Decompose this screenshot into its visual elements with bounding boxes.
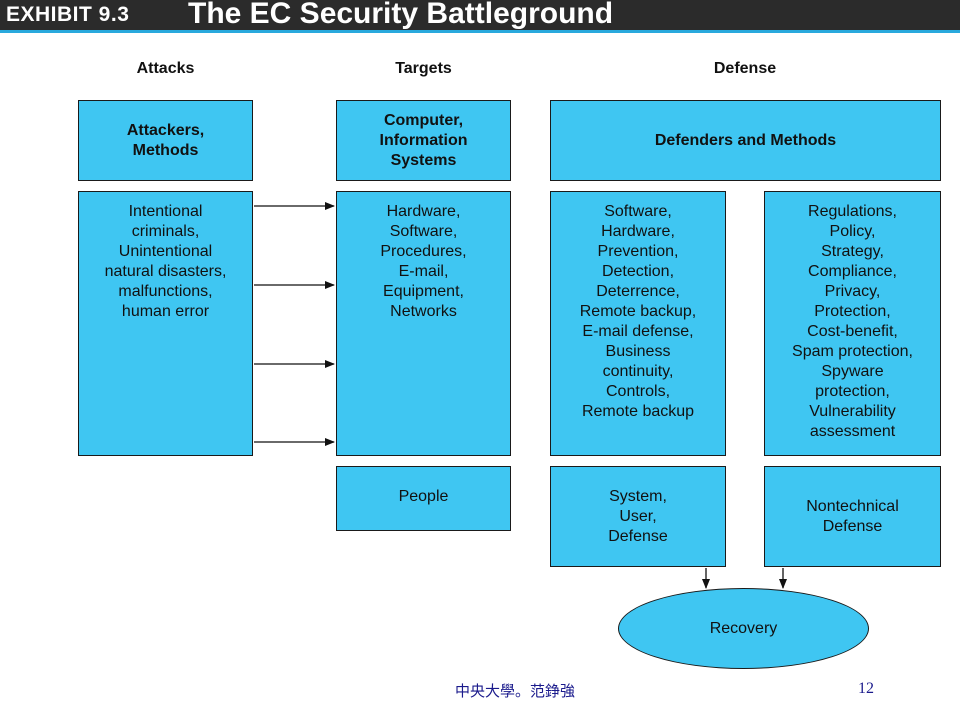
- box-line: Equipment,: [383, 283, 464, 300]
- box-line: Attackers,: [126, 121, 205, 139]
- recovery-ellipse: Recovery: [618, 588, 869, 669]
- box-line: Business: [605, 343, 671, 360]
- box-line: Defense: [822, 518, 883, 535]
- box-line: Networks: [390, 303, 457, 320]
- box-line: assessment: [809, 423, 896, 440]
- box-line: Strategy,: [821, 243, 884, 260]
- box-attack-types: Intentional criminals, Unintentional nat…: [78, 191, 253, 456]
- box-line: Hardware,: [386, 203, 461, 220]
- box-line: Controls,: [605, 383, 671, 400]
- box-defenders-methods: Defenders and Methods: [550, 100, 941, 181]
- box-line: Protection,: [814, 303, 891, 320]
- slide-title: The EC Security Battleground: [188, 0, 614, 30]
- box-nontechnical-items: Regulations, Policy, Strategy, Complianc…: [764, 191, 941, 456]
- box-attackers-methods: Attackers, Methods: [78, 100, 253, 181]
- column-header-defense: Defense: [713, 60, 777, 77]
- box-line: People: [398, 488, 449, 505]
- box-line: Policy,: [829, 223, 876, 240]
- box-line: Remote backup,: [579, 303, 697, 320]
- box-line: Hardware,: [601, 223, 675, 240]
- footer-institution: 中央大學。范錚強: [455, 682, 576, 700]
- title-underline: [0, 30, 960, 33]
- box-line: Privacy,: [824, 283, 881, 300]
- box-line: Systems: [390, 151, 457, 169]
- box-computer-information-systems: Computer, Information Systems: [336, 100, 511, 181]
- box-line: Computer,: [383, 111, 464, 129]
- page-number: 12: [858, 680, 874, 697]
- box-line: Remote backup: [581, 403, 695, 420]
- box-line: Software,: [604, 203, 672, 220]
- column-header-attacks: Attacks: [136, 60, 195, 77]
- box-line: Nontechnical: [806, 498, 899, 515]
- box-line: Spam protection,: [792, 343, 913, 360]
- title-bar: EXHIBIT 9.3 The EC Security Battleground: [0, 0, 960, 30]
- box-line: malfunctions,: [118, 283, 213, 300]
- box-line: Compliance,: [808, 263, 897, 280]
- box-line: Procedures,: [380, 243, 467, 260]
- box-line: protection,: [815, 383, 890, 400]
- box-line: Information: [379, 131, 468, 149]
- box-line: Regulations,: [808, 203, 897, 220]
- box-line: Spyware: [821, 363, 884, 380]
- box-line: Software,: [389, 223, 458, 240]
- box-line: Cost-benefit,: [807, 323, 898, 340]
- box-line: E-mail,: [398, 263, 449, 280]
- box-line: natural disasters,: [104, 263, 227, 280]
- box-line: Defense: [608, 528, 668, 545]
- box-line: User,: [619, 508, 657, 525]
- box-line: System,: [609, 488, 667, 505]
- column-header-targets: Targets: [395, 60, 452, 77]
- box-people: People: [336, 466, 511, 531]
- box-line: E-mail defense,: [582, 323, 694, 340]
- box-line: Prevention,: [597, 243, 679, 260]
- box-target-items: Hardware, Software, Procedures, E-mail, …: [336, 191, 511, 456]
- box-technical-defense: Software, Hardware, Prevention, Detectio…: [550, 191, 726, 456]
- box-line: Unintentional: [118, 243, 213, 260]
- box-system-user-defense: System, User, Defense: [550, 466, 726, 567]
- exhibit-label: EXHIBIT 9.3: [6, 3, 130, 26]
- box-nontechnical-defense: Nontechnical Defense: [764, 466, 941, 567]
- box-line: Defenders and Methods: [654, 131, 837, 149]
- box-line: human error: [121, 303, 210, 320]
- box-line: Methods: [132, 141, 199, 159]
- box-line: Deterrence,: [596, 283, 680, 300]
- box-line: Detection,: [601, 263, 675, 280]
- recovery-label: Recovery: [709, 619, 778, 637]
- box-line: Vulnerability: [809, 403, 896, 420]
- box-line: continuity,: [602, 363, 674, 380]
- box-line: Intentional: [128, 203, 203, 220]
- box-line: criminals,: [131, 223, 200, 240]
